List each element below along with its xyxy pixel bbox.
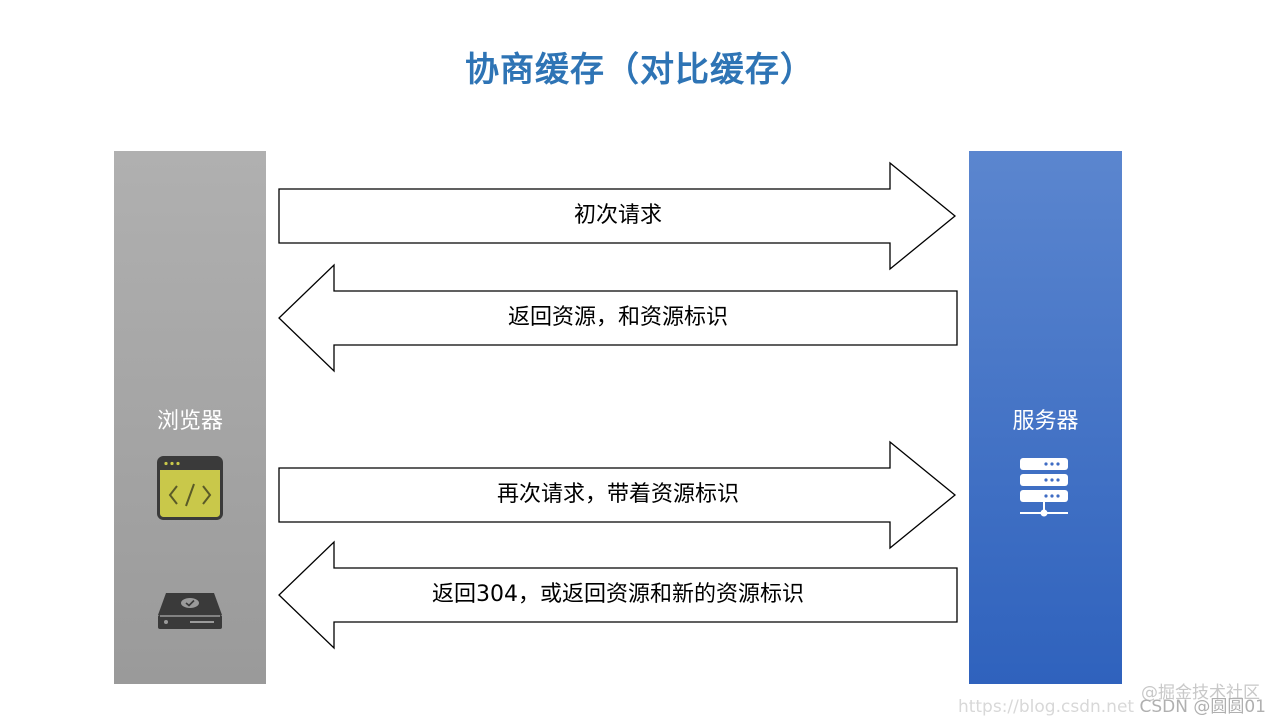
csdn-user: CSDN @圆圆01 bbox=[1139, 697, 1266, 717]
csdn-url: https://blog.csdn.net bbox=[957, 697, 1135, 717]
server-rack-icon bbox=[1019, 456, 1071, 520]
right-arrow-shape bbox=[278, 440, 957, 550]
left-arrow-shape bbox=[278, 540, 958, 650]
server-label: 服务器 bbox=[1012, 409, 1079, 434]
browser-panel: 浏览器 bbox=[114, 151, 266, 684]
arrow-repeat-request: 再次请求，带着资源标识 bbox=[276, 439, 960, 551]
arrow-return-304: 返回304，或返回资源和新的资源标识 bbox=[276, 539, 960, 651]
disk-drive-icon bbox=[156, 591, 224, 631]
csdn-watermark: https://blog.csdn.net CSDN @圆圆01 bbox=[958, 692, 1266, 717]
code-window-icon bbox=[157, 456, 223, 520]
left-arrow-shape bbox=[278, 263, 958, 373]
arrow-label-return-resource: 返回资源，和资源标识 bbox=[507, 305, 728, 330]
right-arrow-shape bbox=[278, 161, 957, 271]
diagram-title: 协商缓存（对比缓存） bbox=[465, 50, 815, 90]
browser-label: 浏览器 bbox=[156, 409, 223, 434]
arrow-label-return-304: 返回304，或返回资源和新的资源标识 bbox=[432, 582, 804, 607]
arrow-return-resource: 返回资源，和资源标识 bbox=[276, 262, 960, 374]
server-panel: 服务器 bbox=[969, 151, 1122, 684]
arrow-label-repeat-request: 再次请求，带着资源标识 bbox=[496, 482, 739, 507]
juejin-watermark: @掘金技术社区 bbox=[1141, 683, 1260, 703]
arrow-initial-request: 初次请求 bbox=[276, 160, 960, 272]
arrow-label-initial-request: 初次请求 bbox=[573, 203, 662, 228]
